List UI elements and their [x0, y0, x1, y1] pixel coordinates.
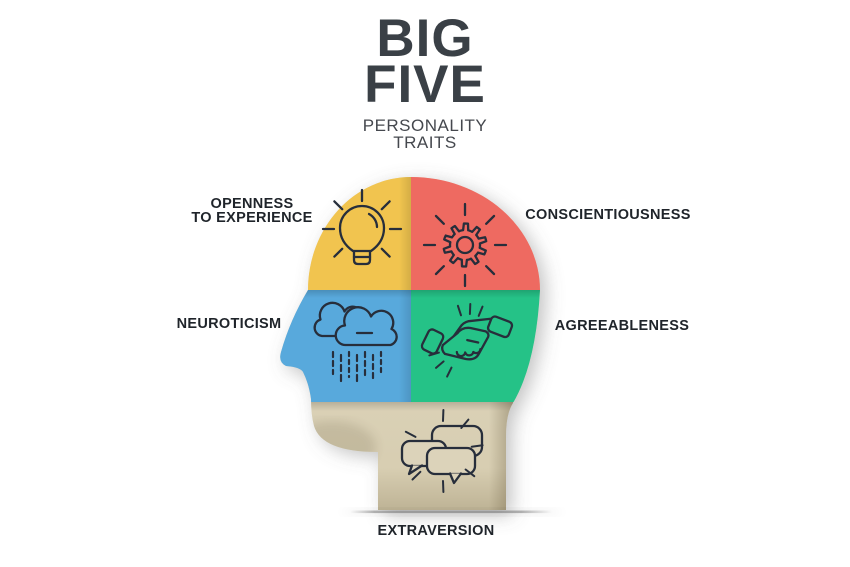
label-openness-line-2: TO EXPERIENCE — [191, 210, 313, 226]
rain-cloud-icon — [313, 301, 398, 385]
title-line-2: FIVE — [364, 55, 486, 114]
ground-shadow-line — [350, 510, 552, 514]
label-extraversion: EXTRAVERSION — [377, 523, 495, 539]
label-openness: OPENNESS TO EXPERIENCE — [191, 196, 313, 226]
gear-icon — [422, 202, 508, 288]
label-conscientiousness: CONSCIENTIOUSNESS — [525, 207, 691, 223]
title-block: BIG FIVE PERSONALITY TRAITS — [362, 9, 488, 152]
handshake-icon — [420, 303, 514, 378]
title-line-1: BIG — [376, 9, 474, 68]
lightbulb-icon — [321, 188, 403, 266]
subtitle-line-1: PERSONALITY — [362, 116, 488, 135]
conscientiousness-quadrant — [411, 177, 540, 290]
label-openness-line-1: OPENNESS — [210, 196, 294, 212]
label-neuroticism: NEUROTICISM — [176, 316, 282, 332]
label-agreeableness: AGREEABLENESS — [554, 318, 690, 334]
quadrant-shadow-vertical — [399, 177, 411, 402]
jaw-shade — [288, 421, 376, 473]
chat-bubbles-icon — [400, 409, 484, 493]
quadrant-shadow-low — [305, 402, 515, 411]
subtitle-line-2: TRAITS — [393, 132, 457, 152]
subtitle: PERSONALITY TRAITS — [362, 116, 488, 152]
